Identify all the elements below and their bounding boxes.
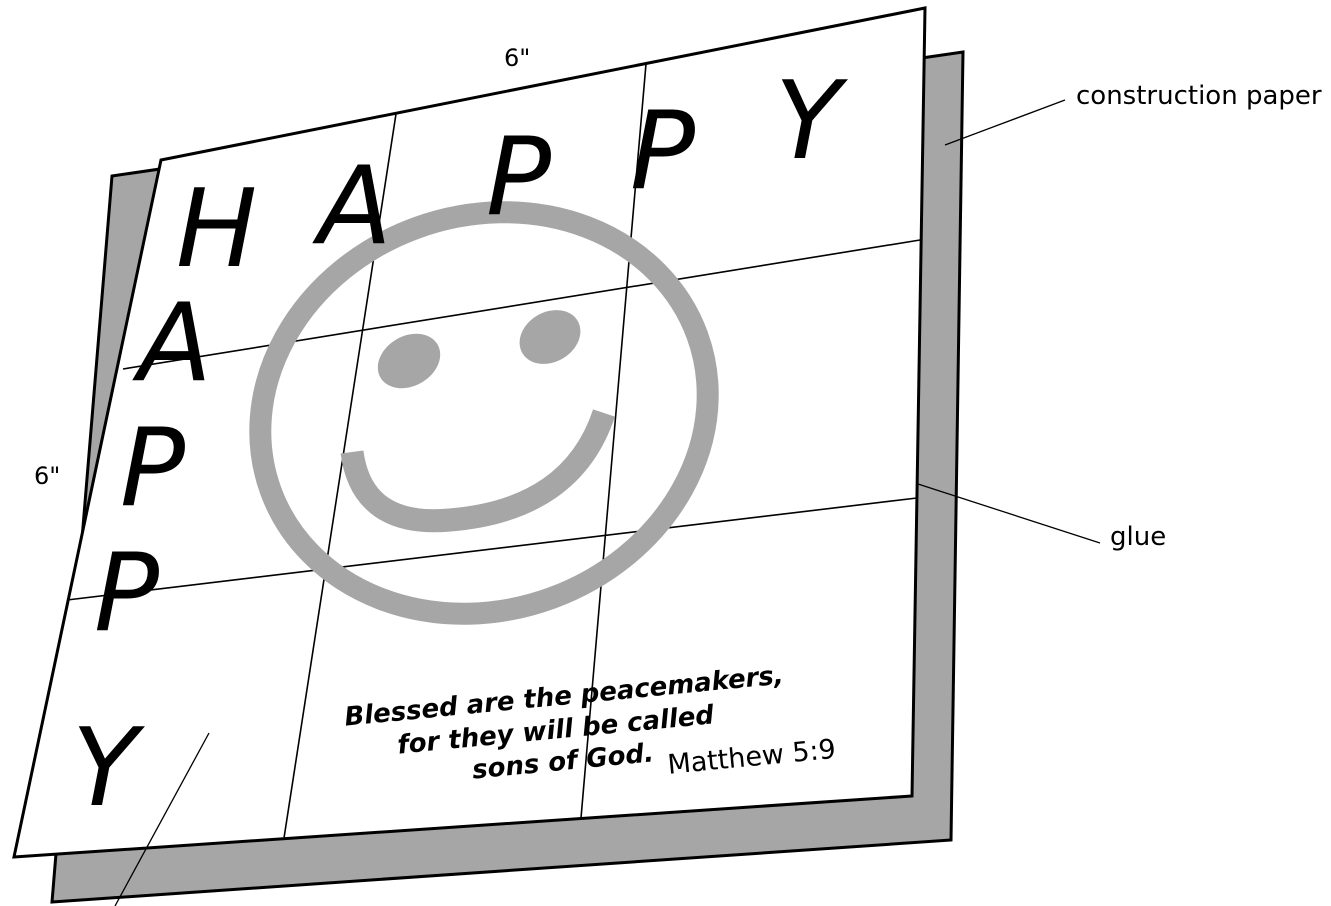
smiley-right-eye (519, 310, 581, 364)
top-letter-3: P (486, 115, 551, 240)
bottom-leader (114, 732, 210, 906)
side-letter-1: A (132, 281, 212, 406)
side-letter-4: Y (72, 706, 145, 831)
glue-leader (917, 483, 1101, 544)
smiley-mouth (340, 409, 615, 533)
glue-label: glue (1110, 522, 1166, 552)
width-dimension-label: 6" (504, 44, 530, 72)
construction-paper-leader (944, 99, 1066, 146)
top-letter-5: Y (775, 59, 848, 184)
top-letter-1: H (176, 167, 257, 292)
top-letter-4: P (630, 89, 695, 214)
construction-paper-label: construction paper (1076, 81, 1322, 111)
card-sheet (12, 6, 927, 859)
side-letter-2: P (120, 406, 185, 531)
smiley-left-eye (377, 333, 441, 389)
smiley-outline (249, 201, 719, 625)
height-dimension-label: 6" (34, 462, 60, 490)
happy-letters: H A P P Y A P P Y (72, 59, 848, 831)
top-letter-2: A (312, 144, 392, 269)
side-letter-3: P (94, 531, 159, 656)
smiley-face (249, 201, 719, 625)
